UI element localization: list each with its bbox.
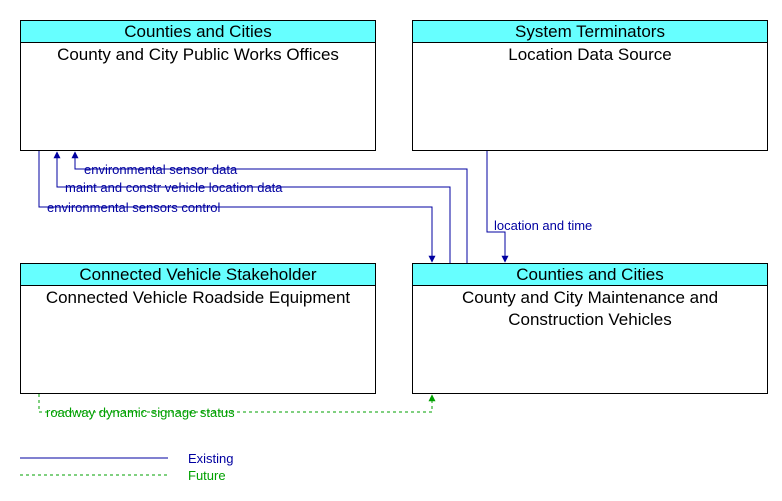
element-title: Location Data Source [508,45,672,64]
flow-line-environmental-sensors-control [38,151,436,263]
element-title: County and City Public Works Offices [57,45,339,64]
flow-line-roadway-dynamic-signage-status [38,394,436,413]
flow-label: location and time [494,218,592,233]
element-box-location-data-source: System Terminators Location Data Source [412,20,768,151]
element-header: System Terminators [413,21,767,43]
legend-label-existing: Existing [188,451,234,466]
element-header: Counties and Cities [413,264,767,286]
flow-line-location-and-time [486,151,509,263]
flow-line-environmental-sensor-data [71,151,468,263]
element-header: Counties and Cities [21,21,375,43]
element-title: Connected Vehicle Roadside Equipment [45,288,351,307]
flow-label: environmental sensors control [47,200,221,215]
flow-label: maint and constr vehicle location data [65,180,283,195]
element-box-roadside-equipment: Connected Vehicle Stakeholder Connected … [20,263,376,394]
element-box-public-works-offices: Counties and Cities County and City Publ… [20,20,376,151]
element-title: County and City Maintenance and Construc… [461,288,719,329]
element-header: Connected Vehicle Stakeholder [21,264,375,286]
flow-label: environmental sensor data [84,162,238,177]
element-box-maintenance-vehicles: Counties and Cities County and City Main… [412,263,768,394]
legend-label-future: Future [188,468,226,483]
flow-label: roadway dynamic signage status [46,405,235,420]
flow-line-maint-constr-vehicle-location [53,151,451,263]
